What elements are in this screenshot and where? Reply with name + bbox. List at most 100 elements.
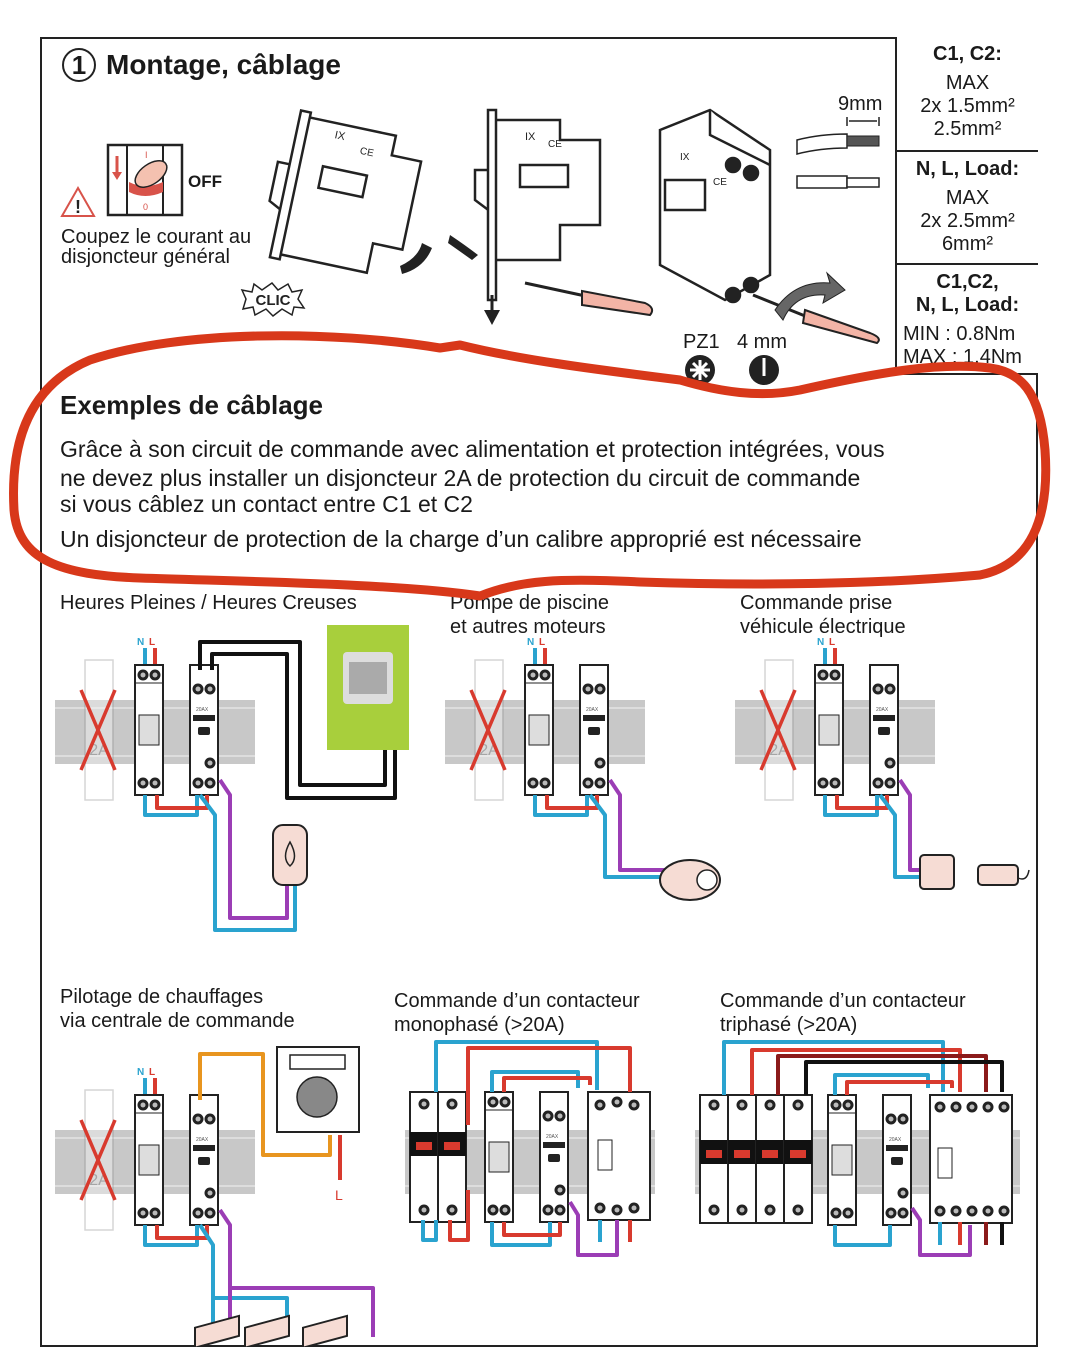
spec-line: 2x 1.5mm² bbox=[920, 95, 1015, 117]
breaker-toggle bbox=[818, 714, 840, 746]
terminal-screw-center bbox=[597, 760, 603, 766]
pozidriv-size-label: PZ1 bbox=[683, 331, 720, 353]
instruction-line: Coupez le courant au bbox=[61, 226, 252, 248]
neutral-main-wire bbox=[434, 1040, 599, 1092]
example-label-pool-pump: Pompe de piscine et autres moteurs bbox=[450, 591, 609, 639]
load-breaker-toggle bbox=[416, 1142, 432, 1150]
label-line: triphasé (>20A) bbox=[720, 1014, 858, 1036]
contactor-indicator bbox=[597, 1139, 613, 1171]
tariff-signal-wire bbox=[198, 640, 387, 787]
device-rating: 20AX bbox=[586, 707, 599, 713]
label-line: Commande prise bbox=[740, 592, 893, 614]
clic-burst-icon: CLIC bbox=[240, 281, 306, 317]
label-line: et autres moteurs bbox=[450, 616, 606, 638]
jumper-wire bbox=[421, 1220, 438, 1242]
ev-socket-icon bbox=[919, 854, 955, 890]
terminal-screw-center bbox=[140, 780, 146, 786]
terminal-screw-center bbox=[195, 1210, 201, 1216]
terminal-screw-center bbox=[152, 780, 158, 786]
jumper-wire bbox=[448, 1190, 470, 1242]
line-jumper-wire bbox=[155, 1225, 209, 1240]
neutral-jumper-wire bbox=[833, 1225, 892, 1247]
load-breaker-toggle bbox=[734, 1150, 750, 1158]
terminal-screw-center bbox=[832, 780, 838, 786]
manual-switch bbox=[548, 1154, 560, 1162]
label-line: Commande d’un contacteur bbox=[394, 990, 640, 1012]
load-neutral-wire bbox=[588, 793, 665, 879]
line-label: L bbox=[149, 637, 155, 648]
load-neutral-wire bbox=[878, 793, 920, 879]
motor-shaft bbox=[696, 869, 718, 891]
terminal-screw-center bbox=[614, 1207, 620, 1213]
removed-2a-breaker: 2A bbox=[764, 659, 794, 801]
paragraph-line: Grâce à son circuit de commande avec ali… bbox=[60, 436, 885, 462]
label-line: via centrale de commande bbox=[60, 1010, 295, 1032]
svg-text:CE: CE bbox=[713, 177, 727, 188]
control-unit-display bbox=[289, 1054, 346, 1070]
terminal-screw-center bbox=[530, 780, 536, 786]
section-title: 1 Montage, câblage bbox=[62, 48, 341, 82]
terminal-screw-center bbox=[597, 686, 603, 692]
pozidriv-icon bbox=[685, 355, 715, 385]
load-breaker-toggle bbox=[706, 1150, 722, 1158]
label-line: Commande d’un contacteur bbox=[720, 990, 966, 1012]
load-breaker-toggle bbox=[444, 1142, 460, 1150]
svg-text:CLIC: CLIC bbox=[256, 292, 291, 309]
contactor-indicator bbox=[937, 1147, 953, 1179]
phase-3-wire bbox=[804, 1060, 1004, 1095]
control-unit-dial bbox=[296, 1076, 338, 1118]
spec-heading: N, L, Load: bbox=[915, 158, 1020, 180]
cross-mark bbox=[759, 689, 797, 771]
spec-line: 2.5mm² bbox=[933, 118, 1002, 140]
example-label-three-phase-contactor: Commande d’un contacteur triphasé (>20A) bbox=[720, 989, 966, 1037]
load-neutral-wire bbox=[198, 793, 297, 932]
terminal-screw-center bbox=[969, 1104, 975, 1110]
svg-text:0: 0 bbox=[143, 202, 148, 212]
terminal-screw-center bbox=[585, 780, 591, 786]
terminal-screw-center bbox=[845, 1210, 851, 1216]
stripped-wire-icon bbox=[796, 117, 880, 189]
terminal-screw-center bbox=[767, 1207, 773, 1213]
line-label: L bbox=[829, 637, 835, 648]
terminal-screw-center bbox=[421, 1101, 427, 1107]
neutral-jumper-wire bbox=[533, 795, 589, 817]
breaker-body bbox=[764, 659, 794, 801]
terminal-screw-center bbox=[739, 1207, 745, 1213]
load-breaker-toggle bbox=[790, 1150, 806, 1158]
spec-heading: C1, C2: bbox=[933, 43, 1002, 65]
status-window bbox=[193, 1145, 215, 1151]
spec-line: MAX bbox=[945, 187, 990, 209]
terminal-screw-center bbox=[985, 1104, 991, 1110]
terminal-screw-center bbox=[767, 1102, 773, 1108]
load-wire bbox=[218, 778, 289, 920]
terminal-screw-center bbox=[557, 1207, 563, 1213]
device-rating: 20AX bbox=[876, 707, 889, 713]
load-wire bbox=[608, 778, 665, 872]
spec-line: MIN : 0.8Nm bbox=[903, 323, 1016, 345]
label-line: Pilotage de chauffages bbox=[60, 986, 264, 1008]
terminal-screw-center bbox=[195, 1116, 201, 1122]
terminal-screw-center bbox=[140, 672, 146, 678]
load-breaker-body bbox=[437, 1091, 467, 1223]
load-wire bbox=[218, 1208, 232, 1337]
terminal-screw-center bbox=[985, 1208, 991, 1214]
terminal-screw-center bbox=[140, 1102, 146, 1108]
examples-paragraph-2: Un disjoncteur de protection de la charg… bbox=[60, 526, 862, 552]
module-clipping-illustration: IX CE bbox=[268, 109, 432, 275]
terminal-screw-center bbox=[585, 686, 591, 692]
terminal-screw-center bbox=[953, 1208, 959, 1214]
terminal-screw-center bbox=[887, 780, 893, 786]
terminal-screw-center bbox=[421, 1207, 427, 1213]
terminal-screw-center bbox=[449, 1101, 455, 1107]
terminal-screw-center bbox=[833, 1210, 839, 1216]
device-rating: 20AX bbox=[196, 1137, 209, 1143]
load-wire bbox=[898, 778, 920, 872]
terminal-screw-center bbox=[888, 1210, 894, 1216]
manual-switch bbox=[878, 727, 890, 735]
terminal-screw-center bbox=[597, 1205, 603, 1211]
terminal-screw-center bbox=[530, 672, 536, 678]
terminal-screw-center bbox=[887, 686, 893, 692]
terminal-screw-center bbox=[887, 760, 893, 766]
label-line: Heures Pleines / Heures Creuses bbox=[60, 592, 357, 614]
